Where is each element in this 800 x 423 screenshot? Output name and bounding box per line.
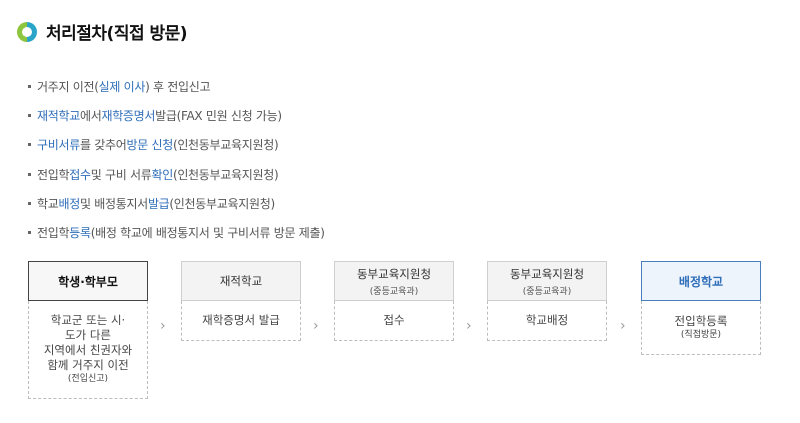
chevron-right-icon: › xyxy=(313,318,319,334)
list-item: 거주지 이전(실제 이사) 후 전입신고 xyxy=(28,72,325,101)
step-body: 학교배정 xyxy=(487,301,607,341)
square-bullet-icon xyxy=(28,231,31,235)
section-header: 처리절차(직접 방문) xyxy=(17,19,188,44)
step-district-office-assignment: 동부교육지원청 (중등교육과) 학교배정 xyxy=(487,261,607,341)
square-bullet-icon xyxy=(28,85,31,89)
step-body: 접수 xyxy=(334,301,454,341)
square-bullet-icon xyxy=(28,201,31,205)
step-current-school: 재적학교 재학증명서 발급 xyxy=(181,261,301,341)
step-assigned-school: 배정학교 전입학등록 (직접방문) xyxy=(641,261,761,355)
step-header: 동부교육지원청 (중등교육과) xyxy=(334,261,454,301)
chevron-right-icon: › xyxy=(466,318,472,334)
step-student-parent: 학생·학부모 학교군 또는 시· 도가 다른 지역에서 친권자와 함께 거주지 … xyxy=(28,261,148,399)
chevron-right-icon: › xyxy=(620,318,626,334)
step-header: 학생·학부모 xyxy=(28,261,148,301)
step-body: 학교군 또는 시· 도가 다른 지역에서 친권자와 함께 거주지 이전 (전입신… xyxy=(28,301,148,399)
circle-bullet-icon xyxy=(17,21,37,42)
list-item: 전입학 접수 및 구비 서류 확인(인천동부교육지원청) xyxy=(28,160,325,189)
step-header: 재적학교 xyxy=(181,261,301,301)
square-bullet-icon xyxy=(28,114,31,118)
step-body: 재학증명서 발급 xyxy=(181,301,301,341)
square-bullet-icon xyxy=(28,172,31,176)
list-item: 학교 배정 및 배정통지서 발급(인천동부교육지원청) xyxy=(28,189,325,218)
step-header: 배정학교 xyxy=(641,261,761,301)
step-body: 전입학등록 (직접방문) xyxy=(641,301,761,355)
step-header: 동부교육지원청 (중등교육과) xyxy=(487,261,607,301)
list-item: 전입학 등록(배정 학교에 배정통지서 및 구비서류 방문 제출) xyxy=(28,218,325,247)
step-district-office-receipt: 동부교육지원청 (중등교육과) 접수 xyxy=(334,261,454,341)
page-title: 처리절차(직접 방문) xyxy=(46,24,188,44)
square-bullet-icon xyxy=(28,143,31,147)
chevron-right-icon: › xyxy=(160,318,166,334)
